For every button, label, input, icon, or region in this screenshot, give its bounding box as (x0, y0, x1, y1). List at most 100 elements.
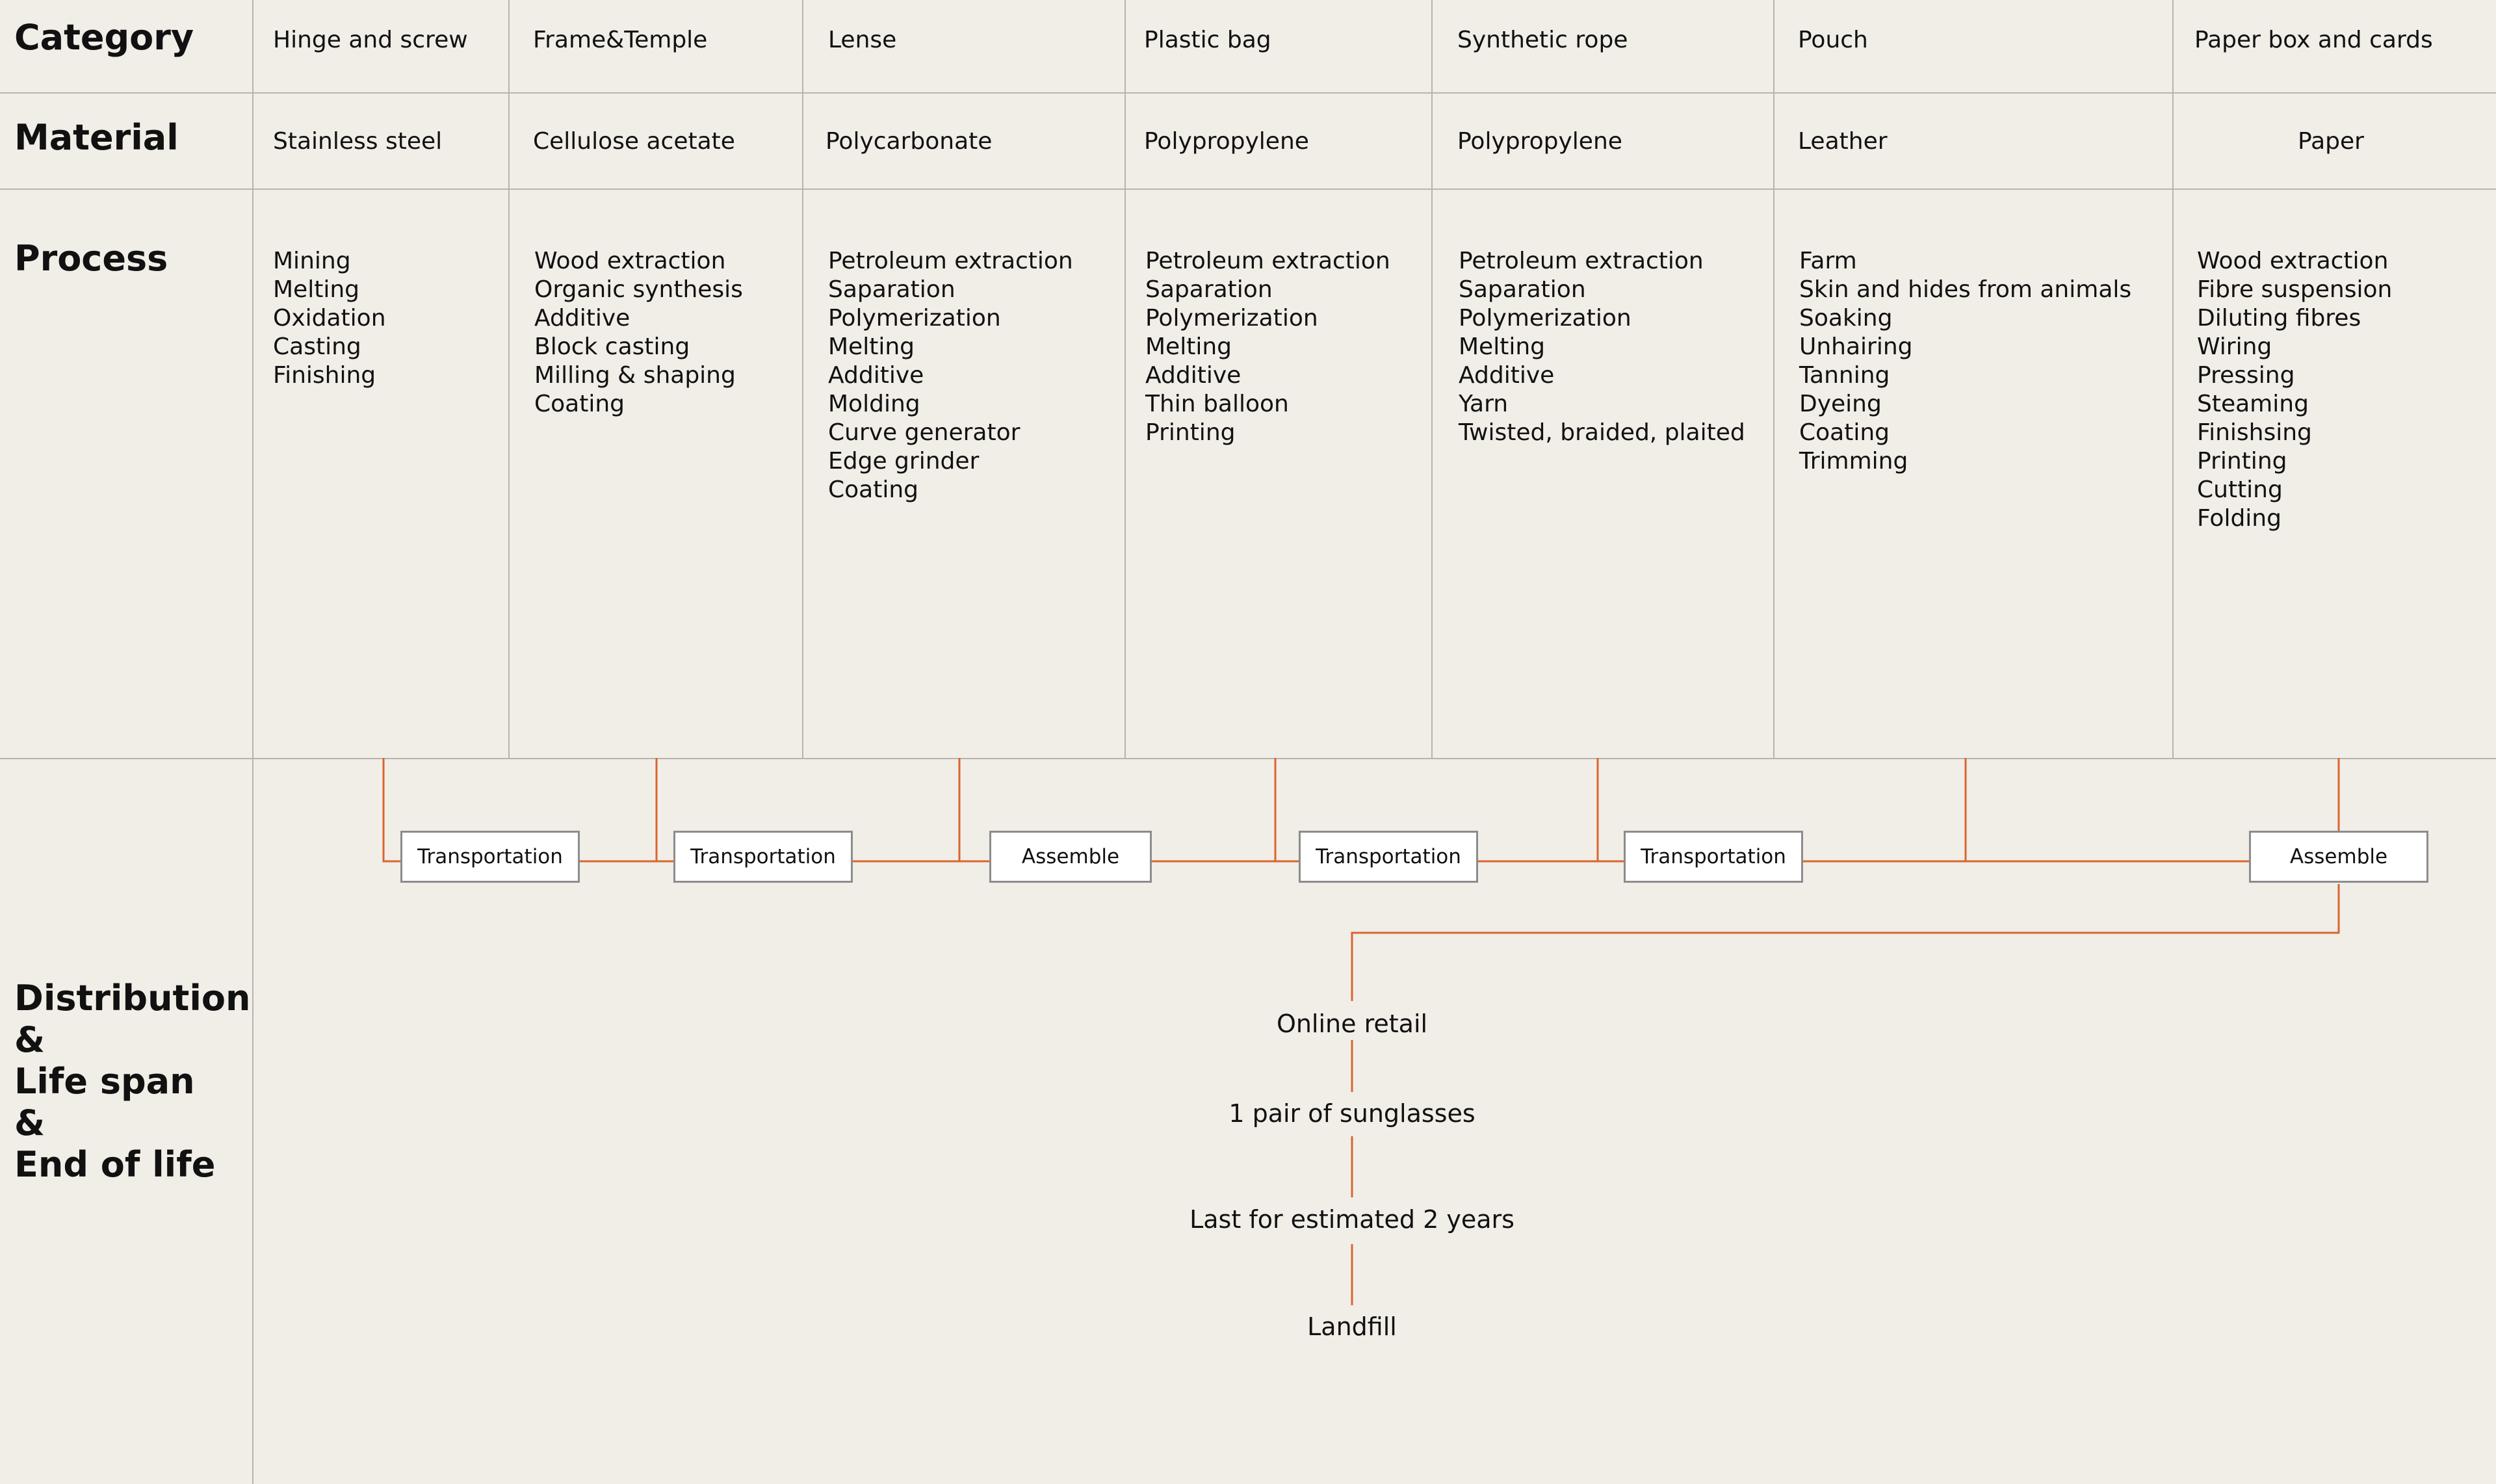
online-retail-label: Online retail (1027, 1008, 1677, 1039)
material-cell: Polypropylene (1144, 128, 1309, 155)
process-step: Milling & shaping (534, 362, 736, 389)
column-divider-3 (1124, 0, 1126, 758)
process-step: Coating (1799, 419, 1890, 446)
process-step: Farm (1799, 248, 1857, 274)
process-step: Diluting fibres (2197, 305, 2361, 332)
process-step: Polymerization (1145, 305, 1318, 332)
process-step: Casting (273, 333, 361, 360)
process-list: Petroleum extraction Saparation Polymeri… (1145, 247, 1390, 447)
material-cell: Stainless steel (273, 128, 443, 155)
assemble-box: Assemble (2249, 831, 2428, 883)
row-divider-process (0, 758, 2496, 759)
process-step: Saparation (1459, 276, 1586, 303)
process-step: Pressing (2197, 362, 2295, 389)
row-divider-material (0, 189, 2496, 190)
process-step: Finishsing (2197, 419, 2312, 446)
process-step: Melting (1145, 333, 1232, 360)
process-step: Trimming (1799, 448, 1908, 475)
process-list: Petroleum extraction Saparation Polymeri… (828, 247, 1073, 504)
transportation-box: Transportation (673, 831, 853, 883)
process-step: Coating (534, 391, 625, 417)
row-divider-category (0, 92, 2496, 94)
connector-group (382, 758, 2340, 1305)
process-step: Dyeing (1799, 391, 1882, 417)
process-step: Oxidation (273, 305, 386, 332)
category-cell: Pouch (1798, 27, 1868, 53)
row-header-distribution-line: Life span (14, 1061, 195, 1102)
process-step: Additive (828, 362, 924, 389)
row-header-process: Process (14, 238, 168, 279)
process-step: Petroleum extraction (1459, 248, 1704, 274)
column-divider-header (252, 0, 254, 1484)
process-step: Tanning (1799, 362, 1890, 389)
row-header-material: Material (14, 117, 179, 158)
process-step: Polymerization (1459, 305, 1632, 332)
process-step: Yarn (1459, 391, 1509, 417)
process-step: Finishing (273, 362, 376, 389)
process-step: Wiring (2197, 333, 2272, 360)
process-list: Wood extraction Fibre suspension Dilutin… (2197, 247, 2392, 533)
process-step: Twisted, braided, plaited (1459, 419, 1745, 446)
lifespan-label: Last for estimated 2 years (1027, 1204, 1677, 1235)
column-divider-5 (1773, 0, 1774, 758)
row-header-distribution-line: & (14, 1102, 46, 1143)
assemble-box: Assemble (989, 831, 1152, 883)
category-cell: Hinge and screw (273, 27, 468, 53)
column-divider-6 (2172, 0, 2174, 758)
product-unit-label: 1 pair of sunglasses (1027, 1098, 1677, 1129)
row-header-distribution-line: & (14, 1019, 46, 1060)
landfill-label: Landfill (1027, 1311, 1677, 1342)
process-list: Wood extraction Organic synthesis Additi… (534, 247, 743, 419)
process-step: Edge grinder (828, 448, 980, 475)
connector-line (1351, 884, 2340, 1001)
material-cell: Paper (2298, 128, 2364, 155)
process-step: Printing (1145, 419, 1236, 446)
process-step: Petroleum extraction (1145, 248, 1390, 274)
process-step: Melting (828, 333, 915, 360)
row-header-category: Category (14, 17, 194, 58)
process-step: Additive (534, 305, 630, 332)
process-step: Steaming (2197, 391, 2309, 417)
process-step: Mining (273, 248, 351, 274)
process-step: Unhairing (1799, 333, 1913, 360)
process-step: Coating (828, 476, 919, 503)
process-step: Additive (1459, 362, 1555, 389)
material-cell: Polypropylene (1457, 128, 1622, 155)
process-step: Skin and hides from animals (1799, 276, 2132, 303)
connector-line (382, 758, 402, 863)
process-step: Saparation (1145, 276, 1273, 303)
column-divider-2 (802, 0, 803, 758)
process-list: Petroleum extraction Saparation Polymeri… (1459, 247, 1745, 447)
row-header-distribution-line: End of life (14, 1144, 216, 1185)
process-step: Thin balloon (1145, 391, 1289, 417)
row-header-distribution-line: Distribution (14, 978, 251, 1019)
process-step: Wood extraction (2197, 248, 2389, 274)
process-step: Polymerization (828, 305, 1001, 332)
category-cell: Frame&Temple (533, 27, 708, 53)
category-cell: Plastic bag (1144, 27, 1271, 53)
process-step: Curve generator (828, 419, 1020, 446)
process-step: Petroleum extraction (828, 248, 1073, 274)
material-cell: Polycarbonate (826, 128, 993, 155)
process-step: Melting (273, 276, 359, 303)
column-divider-4 (1431, 0, 1433, 758)
process-step: Block casting (534, 333, 690, 360)
process-step: Melting (1459, 333, 1545, 360)
process-list: Mining Melting Oxidation Casting Finishi… (273, 247, 386, 390)
process-step: Saparation (828, 276, 956, 303)
process-step: Fibre suspension (2197, 276, 2393, 303)
material-cell: Leather (1798, 128, 1888, 155)
transportation-box: Transportation (400, 831, 580, 883)
process-step: Additive (1145, 362, 1242, 389)
material-cell: Cellulose acetate (533, 128, 735, 155)
process-step: Organic synthesis (534, 276, 743, 303)
transportation-box: Transportation (1299, 831, 1478, 883)
category-cell: Synthetic rope (1457, 27, 1628, 53)
process-step: Soaking (1799, 305, 1893, 332)
process-step: Folding (2197, 505, 2282, 532)
process-step: Wood extraction (534, 248, 726, 274)
row-header-distribution: Distribution & Life span & End of life (14, 978, 250, 1186)
process-step: Printing (2197, 448, 2287, 475)
process-step: Cutting (2197, 476, 2283, 503)
